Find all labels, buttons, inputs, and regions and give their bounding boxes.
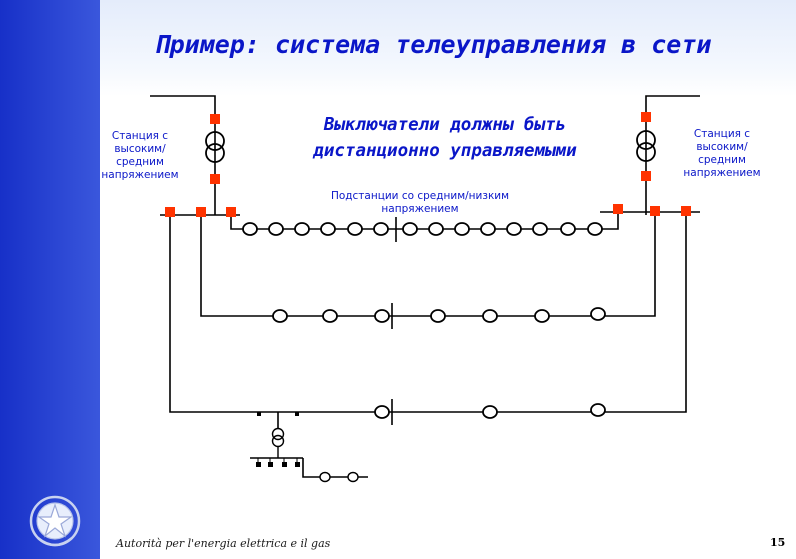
substation-node — [590, 403, 606, 417]
substation-lv-feeder — [302, 458, 368, 478]
station-right-label: Станция с высоким/ средним напряжением — [683, 128, 761, 179]
substation-node — [294, 222, 310, 236]
substation-node — [347, 471, 359, 483]
substation-switches — [256, 412, 300, 467]
substation-node — [480, 222, 496, 236]
substation-node — [454, 222, 470, 236]
substation-node — [374, 405, 390, 419]
small-switch-icon — [268, 462, 273, 467]
page-number: 15 — [770, 536, 786, 549]
substation-node — [532, 222, 548, 236]
breaker-square-icon — [196, 207, 206, 217]
substation-label: Подстанции со средним/низким напряжением — [330, 190, 510, 215]
substation-node — [506, 222, 522, 236]
breaker-square-icon — [681, 206, 691, 216]
substation-node — [272, 309, 288, 323]
breaker-square-icon — [613, 204, 623, 214]
breaker-square-icon — [210, 114, 220, 124]
substation-node — [374, 309, 390, 323]
small-switch-icon — [256, 462, 261, 467]
italian-republic-emblem-icon — [29, 495, 81, 547]
small-switch-icon — [295, 412, 299, 416]
left-accent-band — [0, 0, 100, 559]
breaker-square-icon — [641, 112, 651, 122]
substation-node — [322, 309, 338, 323]
substation-node — [587, 222, 603, 236]
substation-node — [560, 222, 576, 236]
substation-node — [242, 222, 258, 236]
substation-node — [482, 309, 498, 323]
transformer-icon — [271, 427, 285, 448]
breaker-square-icon — [650, 206, 660, 216]
station-left-label: Станция с высоким/ средним напряжением — [101, 130, 179, 181]
feeder-3-left — [169, 215, 392, 413]
substation-node — [428, 222, 444, 236]
breaker-square-icon — [210, 174, 220, 184]
breaker-square-icon — [165, 207, 175, 217]
feeder-2-right — [392, 212, 656, 317]
substation-node — [320, 222, 336, 236]
substation-node — [402, 222, 418, 236]
breaker-square-icon — [165, 112, 691, 217]
transformer-icon — [205, 131, 225, 163]
breaker-square-icon — [641, 171, 651, 181]
substation-node — [347, 222, 363, 236]
small-switch-icon — [282, 462, 287, 467]
substation-node — [534, 309, 550, 323]
footer-text: Autorità per l'energia elettrica e il ga… — [116, 537, 331, 550]
feeder-1-left — [230, 215, 396, 230]
substation-node — [319, 471, 331, 483]
substation-node — [590, 307, 606, 321]
substation-nodes — [242, 222, 606, 483]
substation-node — [430, 309, 446, 323]
substation-node — [373, 222, 389, 236]
header-gradient — [100, 0, 796, 96]
slide-title: Пример: система телеуправления в сети — [154, 30, 712, 59]
substation-node — [268, 222, 284, 236]
substation-node — [482, 405, 498, 419]
remote-control-note: Выключатели должны быть дистанционно упр… — [313, 115, 577, 161]
feeder-1-right — [396, 212, 619, 230]
small-switch-icon — [295, 462, 300, 467]
small-switch-icon — [257, 412, 261, 416]
breaker-square-icon — [226, 207, 236, 217]
transformer-icon — [636, 130, 656, 162]
